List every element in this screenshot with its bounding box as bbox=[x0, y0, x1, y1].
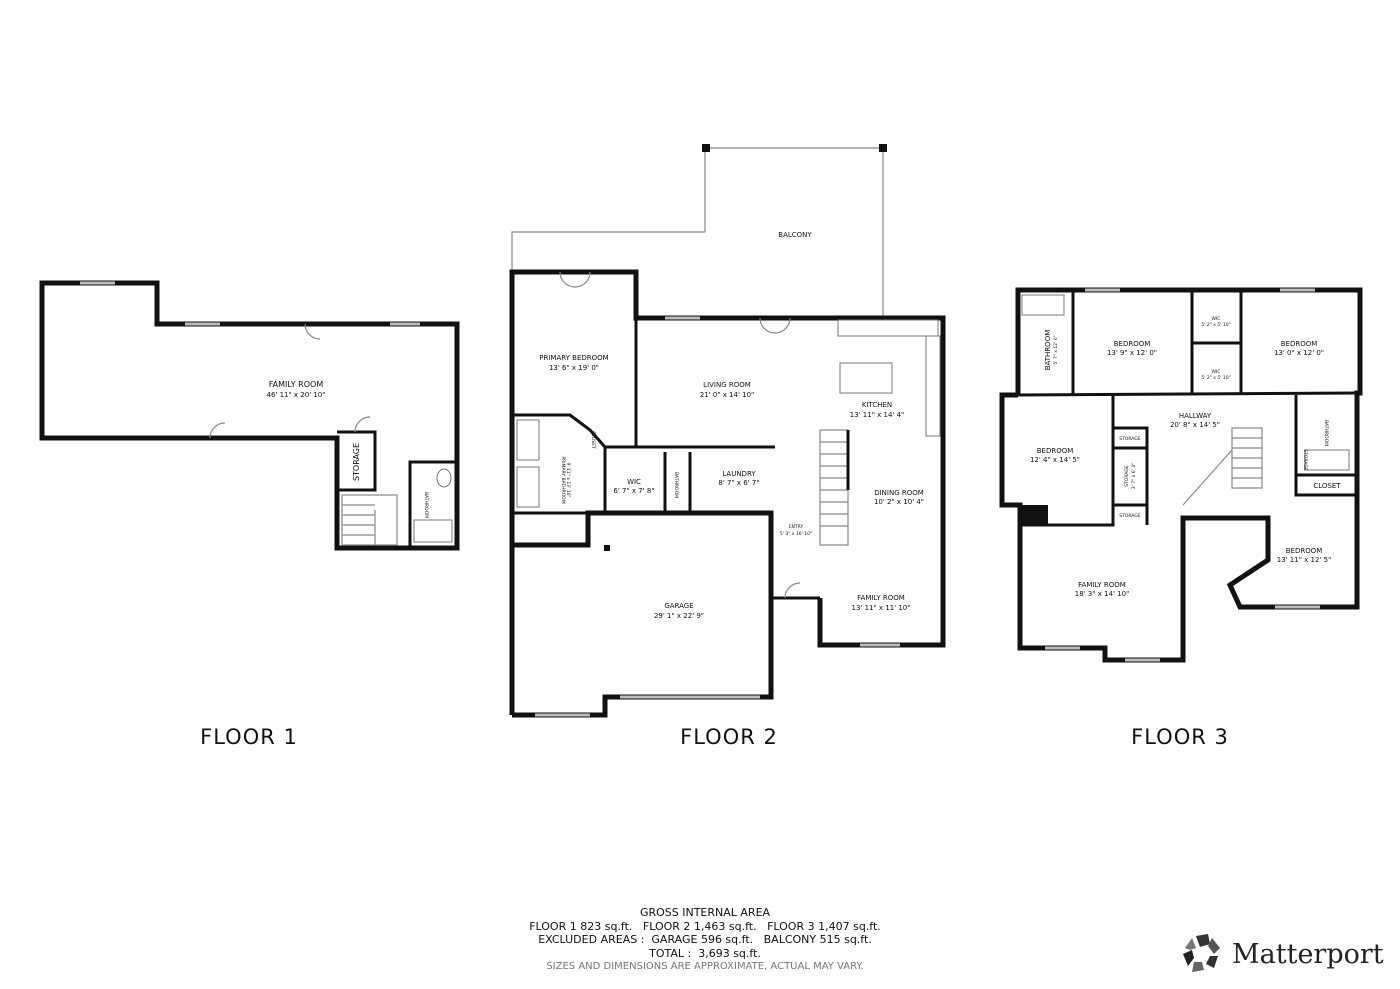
room-dims: 29' 1" x 22' 9" bbox=[654, 612, 704, 620]
room-dims: 20' 8" x 14' 5" bbox=[1170, 421, 1220, 429]
floor-1-label: FLOOR 1 bbox=[200, 725, 298, 749]
sink bbox=[436, 468, 452, 488]
room-dims: 8' 7" x 6' 7" bbox=[718, 479, 759, 487]
room-label: STORAGE bbox=[1124, 465, 1130, 487]
door-swings bbox=[209, 323, 371, 439]
room-label: CLOSET bbox=[590, 431, 596, 449]
room-label: WIC bbox=[1212, 369, 1221, 375]
kitchen-counter bbox=[837, 319, 939, 337]
chimney-block bbox=[1020, 505, 1048, 525]
garage-wall bbox=[512, 510, 774, 718]
stairs bbox=[1182, 427, 1263, 506]
room-label: HALLWAY bbox=[1179, 412, 1212, 420]
bathtub bbox=[1304, 449, 1350, 471]
floor-2-label: FLOOR 2 bbox=[680, 725, 778, 749]
room-label: FAMILY ROOM bbox=[857, 594, 905, 602]
room-dims: 10' 2" x 10' 4" bbox=[874, 498, 924, 506]
door-swings bbox=[559, 271, 801, 599]
room-dims: 5' 7" x 12' 0" bbox=[1053, 335, 1059, 364]
room-label: FAMILY ROOM bbox=[269, 380, 324, 389]
room-label: LIVING ROOM bbox=[703, 381, 751, 389]
room-label: BEDROOM bbox=[1114, 340, 1151, 348]
room-label: BEDROOM bbox=[1281, 340, 1318, 348]
balcony-railing bbox=[511, 147, 884, 318]
room-dims: 13' 11" x 11' 10" bbox=[852, 604, 911, 612]
brand-name: Matterport bbox=[1232, 938, 1384, 970]
bathroom-wall bbox=[408, 460, 457, 548]
room-dims: 46' 11" x 20' 10" bbox=[267, 391, 326, 399]
floor-areas: FLOOR 1 823 sq.ft. FLOOR 2 1,463 sq.ft. … bbox=[529, 919, 881, 933]
room-label: WIC bbox=[1212, 316, 1221, 322]
excluded-areas: EXCLUDED AREAS : GARAGE 596 sq.ft. BALCO… bbox=[538, 933, 872, 946]
room-label: LAUNDRY bbox=[722, 470, 756, 478]
disclaimer: SIZES AND DIMENSIONS ARE APPROXIMATE, AC… bbox=[546, 961, 864, 972]
room-label: STORAGE bbox=[1302, 449, 1308, 471]
room-dims: 5' 2" x 5' 10" bbox=[1201, 375, 1230, 381]
kitchen-island bbox=[839, 362, 893, 394]
stairs bbox=[819, 429, 849, 546]
room-label: KITCHEN bbox=[862, 401, 892, 409]
total-area: TOTAL : 3,693 sq.ft. bbox=[649, 946, 761, 960]
floor-1-outer-wall bbox=[39, 280, 460, 551]
matterport-logo: Matterport bbox=[1180, 932, 1384, 976]
floor-3-plan: BATHROOM 5' 7" x 12' 0" BEDROOM 13' 9" x… bbox=[999, 287, 1363, 663]
room-label: ENTRY bbox=[789, 524, 804, 530]
area-heading: GROSS INTERNAL AREA bbox=[639, 906, 771, 919]
room-dims: 5' 3" x 16' 10" bbox=[780, 531, 812, 537]
room-label: WIC bbox=[627, 478, 641, 486]
room-dims: 5' 2" x 5' 10" bbox=[1201, 322, 1230, 328]
wall bbox=[1113, 426, 1149, 525]
room-label: BEDROOM bbox=[1286, 547, 1323, 555]
balcony-post bbox=[879, 144, 887, 152]
room-label: BATHROOM bbox=[423, 492, 429, 518]
room-dims: 13' 6" x 19' 0" bbox=[549, 364, 599, 372]
room-dims: 6' 7" x 7' 8" bbox=[613, 487, 654, 495]
shower bbox=[516, 466, 540, 508]
room-dims: 13' 11" x 12' 5" bbox=[1277, 556, 1332, 564]
room-label: PRIMARY BATHROOM bbox=[560, 456, 566, 503]
room-dims: 3' 7" x 6' 4" bbox=[1131, 463, 1137, 489]
room-label: DINING ROOM bbox=[874, 489, 924, 497]
stairs bbox=[341, 494, 398, 546]
room-label: PRIMARY BEDROOM bbox=[539, 354, 608, 362]
room-label: BATHROOM bbox=[1323, 420, 1329, 446]
bathtub bbox=[413, 519, 453, 543]
room-label: STORAGE bbox=[1119, 513, 1141, 519]
room-label: FAMILY ROOM bbox=[1078, 581, 1126, 589]
room-dims: 18' 3" x 14' 10" bbox=[1075, 590, 1130, 598]
room-label: GARAGE bbox=[664, 602, 693, 610]
balcony-post bbox=[702, 144, 710, 152]
area-summary: GROSS INTERNAL AREA FLOOR 1 823 sq.ft. F… bbox=[529, 906, 881, 974]
floor-1-plan: FAMILY ROOM 46' 11" x 20' 10" STORAGE BA… bbox=[39, 280, 460, 551]
bathtub bbox=[1021, 294, 1065, 316]
room-label: STORAGE bbox=[352, 443, 361, 481]
column bbox=[604, 545, 610, 551]
room-label: CLOSET bbox=[1313, 482, 1341, 490]
wall bbox=[1017, 391, 1358, 397]
room-dims: 13' 11" x 14' 4" bbox=[850, 411, 905, 419]
room-label: BATHROOM bbox=[1044, 330, 1052, 371]
kitchen-counter bbox=[925, 335, 941, 437]
room-label: BEDROOM bbox=[1037, 447, 1074, 455]
room-dims: 13' 0" x 12' 0" bbox=[1274, 349, 1324, 357]
wall bbox=[1294, 395, 1357, 497]
wall bbox=[1020, 395, 1115, 527]
floor-2-plan: BALCONY PRIMARY BEDROOM 13' 6" x 19' 0" … bbox=[509, 144, 946, 718]
room-dims: 9' 11" x 13' 10" bbox=[565, 462, 571, 497]
matterport-logo-icon bbox=[1183, 934, 1220, 972]
storage-wall bbox=[337, 430, 377, 492]
room-dims: 21' 0" x 14' 10" bbox=[700, 391, 755, 399]
room-dims: 13' 9" x 12' 0" bbox=[1107, 349, 1157, 357]
wall bbox=[512, 318, 638, 449]
room-label: STORAGE bbox=[1119, 436, 1141, 442]
room-label: BATHROOM bbox=[673, 472, 679, 498]
bathtub bbox=[516, 419, 540, 461]
room-dims: 12' 4" x 14' 5" bbox=[1030, 456, 1080, 464]
room-label: BALCONY bbox=[778, 231, 812, 239]
floor-3-label: FLOOR 3 bbox=[1131, 725, 1229, 749]
